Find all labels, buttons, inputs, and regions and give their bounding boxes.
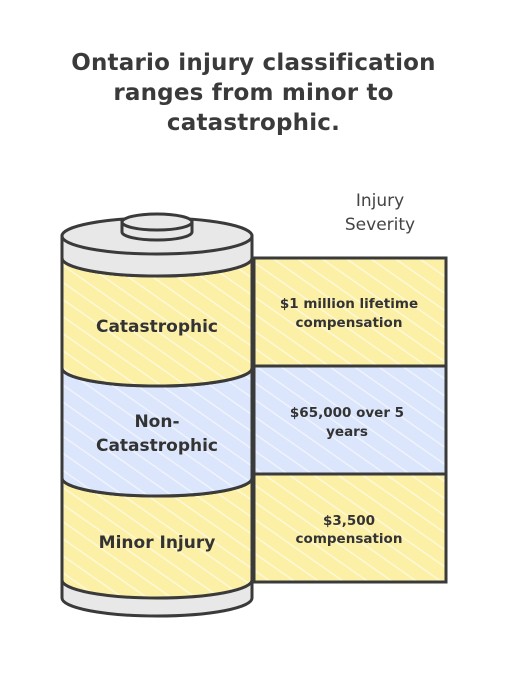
level-label-minor: Minor Injury bbox=[99, 533, 216, 553]
compensation-text-catastrophic-2: compensation bbox=[296, 315, 403, 331]
level-label-catastrophic: Catastrophic bbox=[96, 317, 218, 337]
title-line-3: catastrophic. bbox=[166, 110, 341, 136]
axis-label: Injury Severity bbox=[345, 191, 415, 235]
axis-label-line-2: Severity bbox=[345, 215, 415, 235]
compensation-box-non-catastrophic bbox=[252, 364, 448, 476]
axis-label-line-1: Injury bbox=[356, 191, 404, 211]
level-label-non-catastrophic-2: Catastrophic bbox=[96, 436, 218, 456]
cylinder-terminal-top bbox=[120, 212, 194, 232]
diagram-title: Ontario injury classification ranges fro… bbox=[40, 48, 467, 138]
compensation-text-non-catastrophic-1: $65,000 over 5 bbox=[290, 405, 404, 421]
compensation-box-catastrophic bbox=[252, 256, 448, 368]
compensation-column: $1 million lifetime compensation $65,000… bbox=[252, 256, 448, 584]
title-line-2: ranges from minor to bbox=[113, 80, 394, 106]
title-line-1: Ontario injury classification bbox=[71, 50, 436, 76]
level-label-non-catastrophic-1: Non- bbox=[134, 412, 179, 432]
compensation-text-minor-1: $3,500 bbox=[323, 513, 375, 529]
compensation-text-minor-2: compensation bbox=[296, 531, 403, 547]
compensation-text-non-catastrophic-2: years bbox=[326, 424, 368, 440]
compensation-box-minor bbox=[252, 472, 448, 584]
severity-cylinder: Catastrophic Non- Catastrophic Minor Inj… bbox=[60, 212, 254, 618]
compensation-text-catastrophic-1: $1 million lifetime bbox=[280, 296, 418, 312]
